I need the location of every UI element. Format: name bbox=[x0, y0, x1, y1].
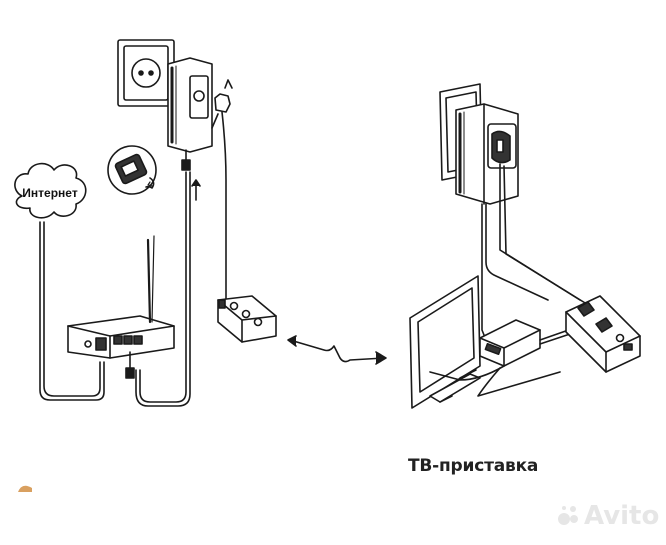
router-power-cable bbox=[125, 351, 135, 379]
corner-mark-icon bbox=[18, 485, 32, 492]
ethernet-cable-adapter-router bbox=[135, 171, 191, 407]
powerline-adapter-right bbox=[455, 103, 519, 205]
avito-watermark: Avito bbox=[584, 501, 660, 531]
wall-socket-left bbox=[117, 39, 175, 107]
power-strip-left bbox=[217, 295, 277, 343]
avito-logo-icon bbox=[558, 506, 578, 525]
tv-monitor bbox=[409, 275, 481, 409]
connect-arrow-up bbox=[191, 179, 201, 201]
ethernet-port-closeup bbox=[107, 145, 157, 195]
powerline-adapter-left bbox=[167, 57, 213, 171]
adapter-power-plug bbox=[211, 79, 233, 301]
internet-label: Интернет bbox=[22, 186, 78, 200]
set-top-box bbox=[479, 319, 541, 367]
internet-cable bbox=[39, 221, 105, 401]
powerline-link-arrow bbox=[287, 335, 387, 365]
stb-caption: ТВ-приставка bbox=[408, 456, 539, 476]
power-strip-right bbox=[565, 295, 641, 373]
internet-cloud bbox=[14, 162, 87, 219]
router bbox=[67, 235, 175, 359]
